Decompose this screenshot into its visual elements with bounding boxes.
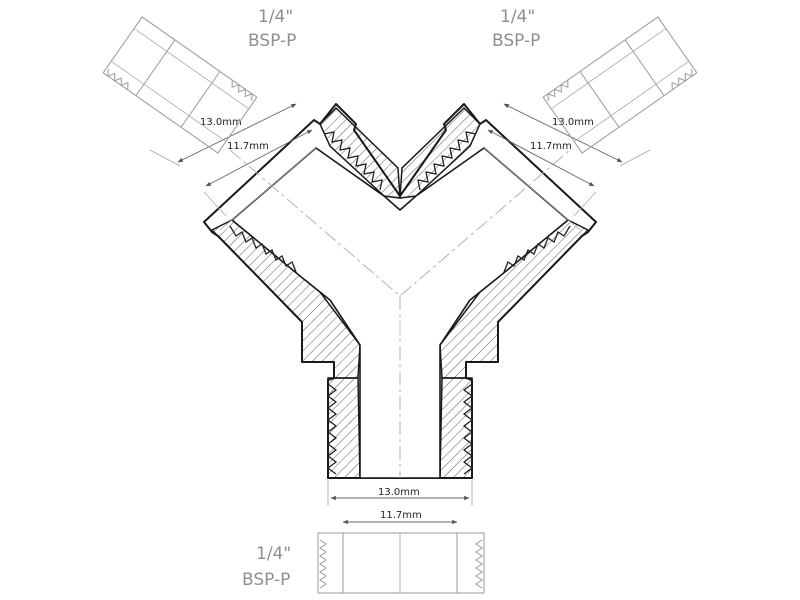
left-size-label: 1/4" [258, 7, 293, 27]
dimensions-left: 13.0mm 11.7mm [149, 103, 313, 217]
bottom-left-thread [326, 383, 338, 475]
left-inner-dim: 11.7mm [227, 141, 269, 152]
left-arm-thread [229, 225, 297, 273]
right-size-label: 1/4" [500, 7, 535, 27]
right-thread-label: BSP-P [492, 31, 540, 51]
bottom-right-thread [462, 383, 474, 475]
bottom-inner-dim: 11.7mm [380, 510, 422, 521]
left-outer-dim: 13.0mm [200, 117, 242, 128]
fitting-outline [203, 103, 597, 479]
fitting-bore [231, 147, 569, 479]
bottom-thread-label: BSP-P [242, 570, 290, 590]
right-outer-dim: 13.0mm [552, 117, 594, 128]
left-thread-label: BSP-P [248, 31, 296, 51]
dimensions-bottom: 13.0mm 11.7mm [327, 480, 473, 525]
right-inner-dim: 11.7mm [530, 141, 572, 152]
left-bsp-piece [102, 16, 258, 154]
top-left-thread [323, 131, 383, 191]
right-bsp-piece [542, 16, 698, 154]
bottom-outer-dim: 13.0mm [378, 487, 420, 498]
bottom-bsp-piece [317, 532, 485, 594]
right-arm-thread [503, 225, 571, 273]
fitting-body [203, 103, 597, 479]
bottom-size-label: 1/4" [256, 544, 291, 564]
dimensions-right: 13.0mm 11.7mm [487, 103, 651, 217]
top-right-thread [417, 131, 477, 191]
top-right-wall-hatch [399, 106, 481, 199]
